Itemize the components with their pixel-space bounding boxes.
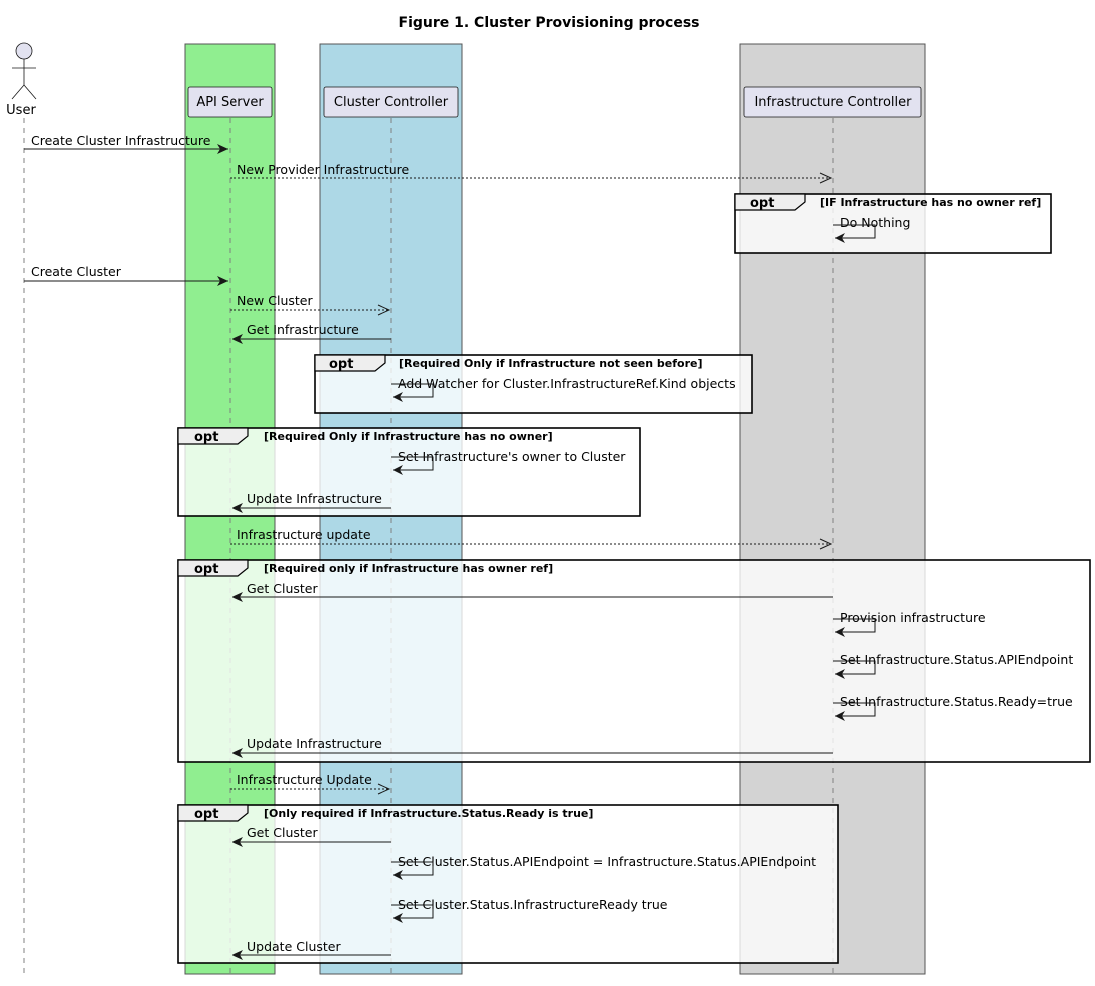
message-label: Update Cluster	[247, 939, 341, 954]
message-arrow	[391, 383, 434, 402]
message-label: Infrastructure update	[237, 527, 371, 542]
message-arrow	[232, 950, 391, 960]
message-layer: Create Cluster Infrastructure New Provid…	[24, 133, 1073, 960]
message-arrow	[833, 618, 876, 637]
fragment-condition: [Only required if Infrastructure.Status.…	[264, 807, 593, 820]
message-label: Set Cluster.Status.InfrastructureReady t…	[398, 897, 668, 912]
fragment-keyword: opt	[750, 196, 774, 211]
fragment-keyword: opt	[194, 807, 218, 822]
opt-fragment-no-owner-ref: opt [IF Infrastructure has no owner ref]	[734, 193, 1052, 254]
message-label: Do Nothing	[840, 215, 910, 230]
message-label: Get Infrastructure	[247, 322, 359, 337]
message-arrow	[230, 304, 391, 316]
message-arrow	[391, 456, 434, 475]
participant-cluster-controller	[323, 86, 459, 118]
participant-label-api-server: API Server	[196, 95, 264, 110]
message-arrow	[232, 334, 391, 344]
participant-api-server	[187, 86, 273, 118]
message-arrow	[833, 224, 876, 243]
message-arrow	[232, 592, 833, 602]
message-arrow	[230, 538, 833, 550]
message-label: Update Infrastructure	[247, 736, 382, 751]
message-label: Get Cluster	[247, 825, 318, 840]
message-label: Set Infrastructure's owner to Cluster	[398, 449, 626, 464]
message-label: Set Infrastructure.Status.Ready=true	[840, 694, 1073, 709]
message-arrow	[230, 783, 391, 795]
actor-label-user: User	[6, 103, 36, 118]
stick-figure-icon	[11, 42, 37, 100]
message-arrow	[232, 503, 391, 513]
fragment-keyword: opt	[194, 430, 218, 445]
opt-fragment-no-owner: opt [Required Only if Infrastructure has…	[177, 427, 641, 517]
fragment-keyword: opt	[329, 357, 353, 372]
message-arrow	[833, 702, 876, 721]
message-label: Infrastructure Update	[237, 772, 372, 787]
message-label: New Cluster	[237, 293, 313, 308]
fragment-keyword: opt	[194, 562, 218, 577]
message-arrow	[232, 837, 391, 847]
message-label: Get Cluster	[247, 581, 318, 596]
message-label: Update Infrastructure	[247, 491, 382, 506]
participant-label-infrastructure-controller: Infrastructure Controller	[754, 95, 912, 110]
opt-fragment-not-seen-before: opt [Required Only if Infrastructure not…	[314, 354, 753, 414]
message-label: Create Cluster Infrastructure	[31, 133, 211, 148]
message-label: New Provider Infrastructure	[237, 162, 410, 177]
participant-label-cluster-controller: Cluster Controller	[334, 95, 449, 110]
message-label: Provision infrastructure	[840, 610, 986, 625]
message-label: Set Cluster.Status.APIEndpoint = Infrast…	[398, 854, 816, 869]
message-arrow	[833, 660, 876, 679]
diagram-title: Figure 1. Cluster Provisioning process	[399, 15, 700, 31]
message-arrow	[391, 861, 434, 880]
fragment-condition: [Required only if Infrastructure has own…	[264, 562, 553, 575]
message-arrow	[24, 276, 228, 286]
message-label: Add Watcher for Cluster.InfrastructureRe…	[398, 376, 736, 391]
opt-fragment-has-owner-ref: opt [Required only if Infrastructure has…	[177, 559, 1091, 763]
message-label: Set Infrastructure.Status.APIEndpoint	[840, 652, 1073, 667]
message-arrow	[391, 904, 434, 923]
fragment-condition: [IF Infrastructure has no owner ref]	[820, 196, 1041, 209]
message-arrow	[24, 144, 228, 154]
opt-fragment-status-ready: opt [Only required if Infrastructure.Sta…	[177, 804, 839, 964]
message-arrow	[230, 172, 833, 184]
message-label: Create Cluster	[31, 264, 122, 279]
fragment-condition: [Required Only if Infrastructure not see…	[399, 357, 703, 370]
fragment-condition: [Required Only if Infrastructure has no …	[264, 430, 553, 443]
message-arrow	[232, 748, 833, 758]
participant-infrastructure-controller	[743, 86, 922, 118]
